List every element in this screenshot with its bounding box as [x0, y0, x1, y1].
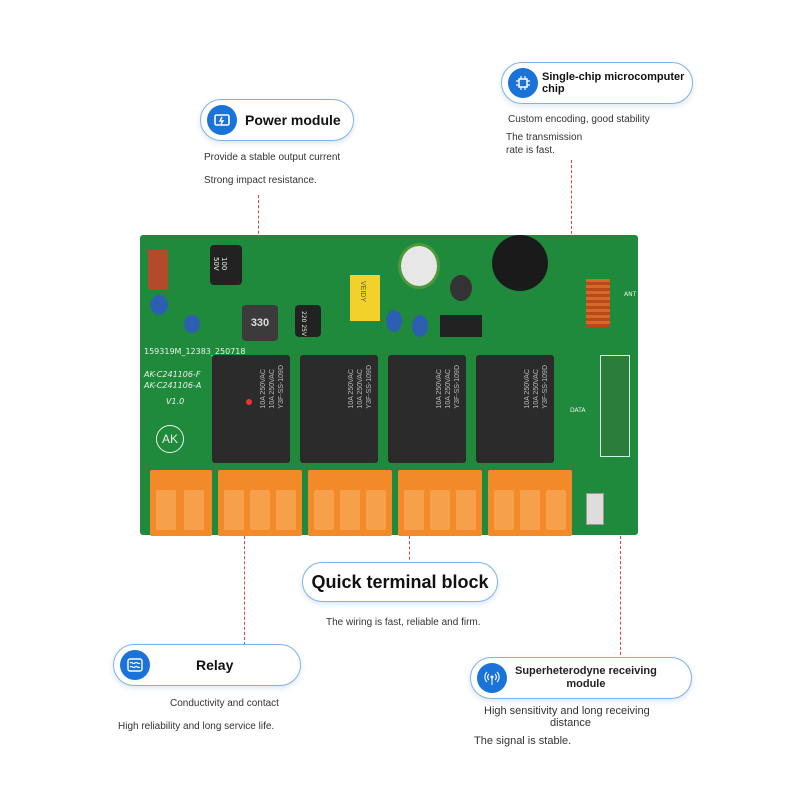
- terminal-block-4: [398, 470, 482, 536]
- mcu-line1: Custom encoding, good stability: [508, 114, 650, 125]
- relay-title: Relay: [196, 657, 234, 673]
- relay-line1: Conductivity and contact: [170, 698, 279, 709]
- terminal-block-5: [488, 470, 572, 536]
- terminal-leader-line: [409, 515, 410, 565]
- relay-icon: [120, 650, 150, 680]
- pcb-board: 100 50V 330 220 25V VEIDY ANT DATA 15931…: [140, 235, 638, 535]
- terminal-block-1: [150, 470, 212, 536]
- yellow-cap-label: VEIDY: [359, 281, 366, 303]
- capacitor-label: 100 50V: [212, 257, 228, 271]
- inductor-label: 330: [250, 317, 270, 329]
- power-module-title: Power module: [245, 112, 341, 128]
- power-module-label: Power module: [200, 99, 354, 141]
- power-icon: [207, 105, 237, 135]
- mcu-line2a: The transmission: [506, 132, 583, 143]
- relay-line2: High reliability and long service life.: [118, 721, 275, 732]
- ic-chip: [440, 315, 482, 337]
- electrolytic-capacitor-2: 220 25V: [295, 305, 321, 337]
- mcu-label: Single-chip microcomputer chip: [501, 62, 693, 104]
- ak-logo-text: AK: [161, 432, 178, 446]
- receiver-line1b: distance: [550, 717, 591, 729]
- receiver-line2: The signal is stable.: [474, 735, 572, 747]
- model-text-2: AK-C241106-A: [144, 381, 202, 390]
- buzzer: [492, 235, 548, 291]
- power-line2: Strong impact resistance.: [204, 175, 317, 186]
- power-line1: Provide a stable output current: [204, 152, 341, 163]
- ant-label: ANT: [624, 291, 637, 298]
- green-capacitor: [398, 243, 440, 289]
- mcu-line2b: rate is fast.: [506, 145, 555, 156]
- antenna-coil: [586, 279, 610, 327]
- electrolytic-capacitor: 100 50V: [210, 245, 242, 285]
- terminal-label: Quick terminal block: [302, 562, 498, 602]
- yellow-capacitor: VEIDY: [350, 275, 380, 321]
- receiver-module: [600, 355, 630, 457]
- version-text: V1.0: [166, 397, 185, 406]
- data-label: DATA: [570, 407, 586, 414]
- chip-icon: [508, 68, 538, 98]
- mcu-leader-line: [571, 160, 572, 300]
- push-button[interactable]: [586, 493, 604, 525]
- blue-capacitor: [412, 315, 428, 337]
- relay-label: Relay: [113, 644, 301, 686]
- signal-icon: [477, 663, 507, 693]
- receiver-leader-line: [620, 430, 621, 665]
- blue-capacitor: [386, 310, 402, 332]
- terminal-block-2: [218, 470, 302, 536]
- cap2-label: 220 25V: [300, 311, 307, 337]
- ak-logo: AK: [156, 425, 184, 453]
- inductor: 330: [242, 305, 278, 341]
- resistor-component: [148, 250, 168, 290]
- small-capacitor: [450, 275, 472, 301]
- serial-text: 159319M_12383_250718: [144, 347, 246, 356]
- relay-marker: [246, 399, 252, 405]
- model-text-1: AK-C241106-F: [144, 370, 201, 379]
- blue-capacitor: [184, 315, 200, 333]
- terminal-block-3: [308, 470, 392, 536]
- mcu-title: Single-chip microcomputer chip: [542, 71, 685, 95]
- receiver-line1a: High sensitivity and long receiving: [484, 705, 650, 717]
- terminal-line1: The wiring is fast, reliable and firm.: [326, 617, 481, 628]
- blue-capacitor: [150, 295, 168, 315]
- terminal-title: Quick terminal block: [311, 571, 489, 592]
